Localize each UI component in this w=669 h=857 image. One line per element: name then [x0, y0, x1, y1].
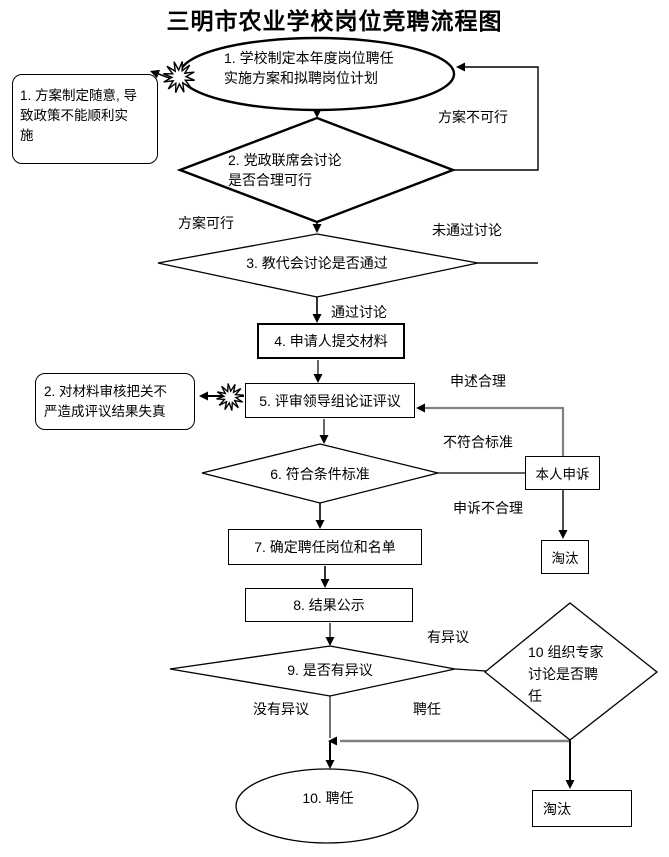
decision-6-diamond	[201, 443, 439, 504]
node-d9-label: 9. 是否有异议	[287, 662, 373, 678]
decision-9-diamond	[169, 645, 456, 697]
node-d2-label: 2. 党政联席会讨论 是否合理可行	[228, 152, 342, 188]
arrowhead-b8-d9	[325, 637, 335, 646]
explosion-burst-icon	[163, 61, 195, 93]
appeal-box: 本人申诉	[525, 456, 600, 490]
process-8-box: 8. 结果公示	[245, 588, 413, 622]
arrowhead-callout1	[150, 69, 160, 79]
arrowhead-loop-start	[456, 62, 465, 72]
explosion-burst-icon	[216, 383, 244, 411]
arrowhead-b7-b8	[320, 579, 330, 588]
node-d6-label: 6. 符合条件标准	[270, 466, 370, 482]
process-4-box: 4. 申请人提交材料	[257, 323, 405, 359]
node-end-label: 10. 聘任	[302, 790, 354, 806]
page-title: 三明市农业学校岗位竞聘流程图	[166, 8, 503, 34]
arrowhead-appeal-eliminate	[558, 530, 568, 539]
eliminate-bottom-box: 淘汰	[532, 790, 632, 827]
arrowhead-b4-b5	[313, 374, 323, 383]
label-no-objection: 没有异议	[253, 701, 309, 717]
risk-callout-2: 2. 对材料审核把关不 严造成评议结果失真	[35, 373, 195, 430]
label-objection: 有异议	[427, 629, 469, 645]
label-feasible: 方案可行	[178, 215, 234, 231]
arrowhead-d6-b7	[315, 520, 325, 529]
node-start-label: 1. 学校制定本年度岗位聘任 实施方案和拟聘岗位计划	[224, 50, 394, 86]
process-7-box: 7. 确定聘任岗位和名单	[228, 529, 422, 565]
eliminate-mid-box: 淘汰	[541, 540, 589, 574]
arrowhead-appeal-b5	[416, 403, 425, 413]
process-5-box: 5. 评审领导组论证评议	[245, 383, 415, 418]
edge-burst1-callout1	[155, 72, 173, 80]
edge-appeal-b5	[424, 406, 565, 456]
edge-d9-d10	[454, 668, 487, 672]
decision-2-diamond	[176, 116, 457, 224]
arrowhead-start-d2	[312, 109, 322, 118]
label-appeal-valid: 申述合理	[450, 373, 506, 389]
decision-10-diamond	[483, 602, 659, 741]
arrowhead-d3-b4	[312, 314, 322, 323]
risk-callout-1: 1. 方案制定随意, 导 致政策不能顺利实 施	[12, 74, 158, 164]
node-d10-label: 10 组织专家 讨论是否聘 任	[528, 644, 604, 704]
label-passed: 通过讨论	[331, 304, 387, 320]
decision-3-diamond	[157, 233, 479, 298]
arrowhead-b5-d6	[319, 435, 329, 444]
label-appeal-invalid: 申诉不合理	[453, 500, 523, 516]
label-not-passed: 未通过讨论	[432, 222, 502, 238]
label-infeasible: 方案不可行	[438, 109, 508, 125]
arrowhead-end	[325, 760, 335, 769]
arrowhead-d10-eliminate	[565, 780, 575, 789]
end-ellipse	[235, 768, 419, 844]
node-d3-label: 3. 教代会讨论是否通过	[246, 255, 388, 271]
label-not-meet: 不符合标准	[443, 434, 513, 450]
arrowhead-d2-d3	[312, 224, 322, 233]
label-hire: 聘任	[413, 701, 441, 717]
arrowhead-callout2	[199, 391, 208, 401]
edge-d2-loop-start	[453, 66, 539, 171]
arrowhead-d10-hire	[328, 736, 337, 746]
